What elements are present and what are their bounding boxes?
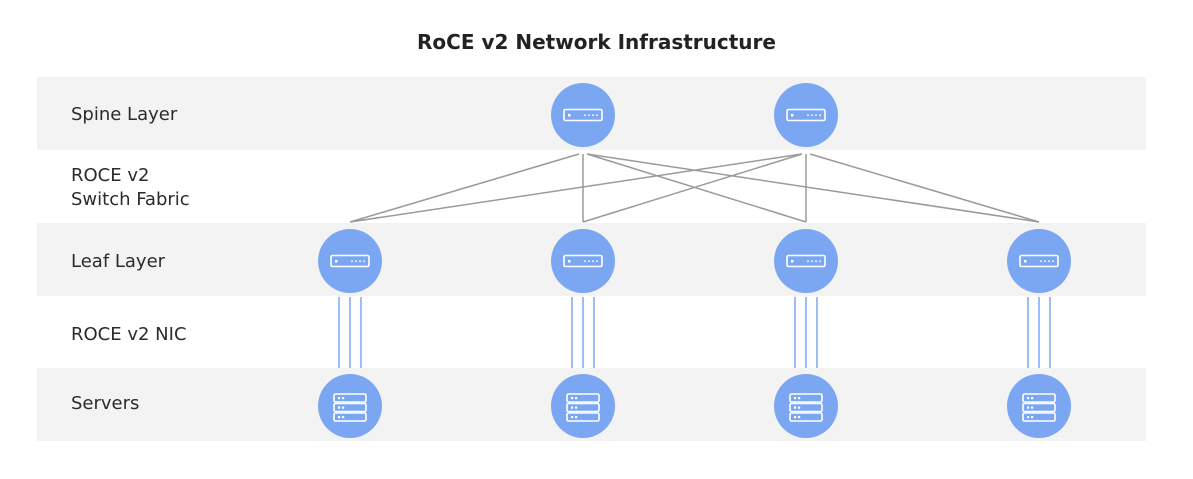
server-1-circle [318, 374, 382, 438]
fabric-link-1-1 [582, 153, 803, 223]
server-icon [789, 393, 823, 422]
fabric-links [349, 153, 1040, 223]
fabric-link-1-0 [349, 153, 803, 223]
leaf-switch-1 [318, 229, 382, 293]
fabric-link-0-0 [349, 153, 580, 223]
server-3 [774, 374, 838, 438]
server-4-circle [1007, 374, 1071, 438]
servers-layer-label: Servers [71, 393, 140, 414]
fabric-link-0-2 [586, 153, 807, 223]
leaf-switch-4-circle [1007, 229, 1071, 293]
leaf-switch-4 [1007, 229, 1071, 293]
leaf-switch-2-circle [551, 229, 615, 293]
spine-switch-2 [774, 83, 838, 147]
server-icon [333, 393, 367, 422]
switch-icon [786, 254, 826, 268]
server-3-circle [774, 374, 838, 438]
server-2 [551, 374, 615, 438]
server-4 [1007, 374, 1071, 438]
fabric-label-line2: Switch Fabric [71, 189, 190, 210]
server-icon [1022, 393, 1056, 422]
leaf-layer-label: Leaf Layer [71, 251, 166, 272]
fabric-link-1-3 [809, 153, 1040, 223]
switch-icon [1019, 254, 1059, 268]
fabric-label-line1: ROCE v2 [71, 165, 150, 186]
switch-icon [563, 254, 603, 268]
switch-icon [330, 254, 370, 268]
leaf-switch-1-circle [318, 229, 382, 293]
diagram-title: RoCE v2 Network Infrastructure [417, 30, 776, 54]
nic-layer-label: ROCE v2 NIC [71, 324, 187, 345]
nic-links [338, 297, 1051, 368]
leaf-switch-3 [774, 229, 838, 293]
spine-switch-1-circle [551, 83, 615, 147]
server-2-circle [551, 374, 615, 438]
spine-switch-1 [551, 83, 615, 147]
switch-icon [786, 108, 826, 122]
switch-icon [563, 108, 603, 122]
fabric-link-0-3 [586, 153, 1040, 223]
leaf-switch-3-circle [774, 229, 838, 293]
node-layer [318, 83, 1071, 438]
spine-switch-2-circle [774, 83, 838, 147]
leaf-switch-2 [551, 229, 615, 293]
server-icon [566, 393, 600, 422]
spine-layer-label: Spine Layer [71, 104, 178, 125]
server-1 [318, 374, 382, 438]
